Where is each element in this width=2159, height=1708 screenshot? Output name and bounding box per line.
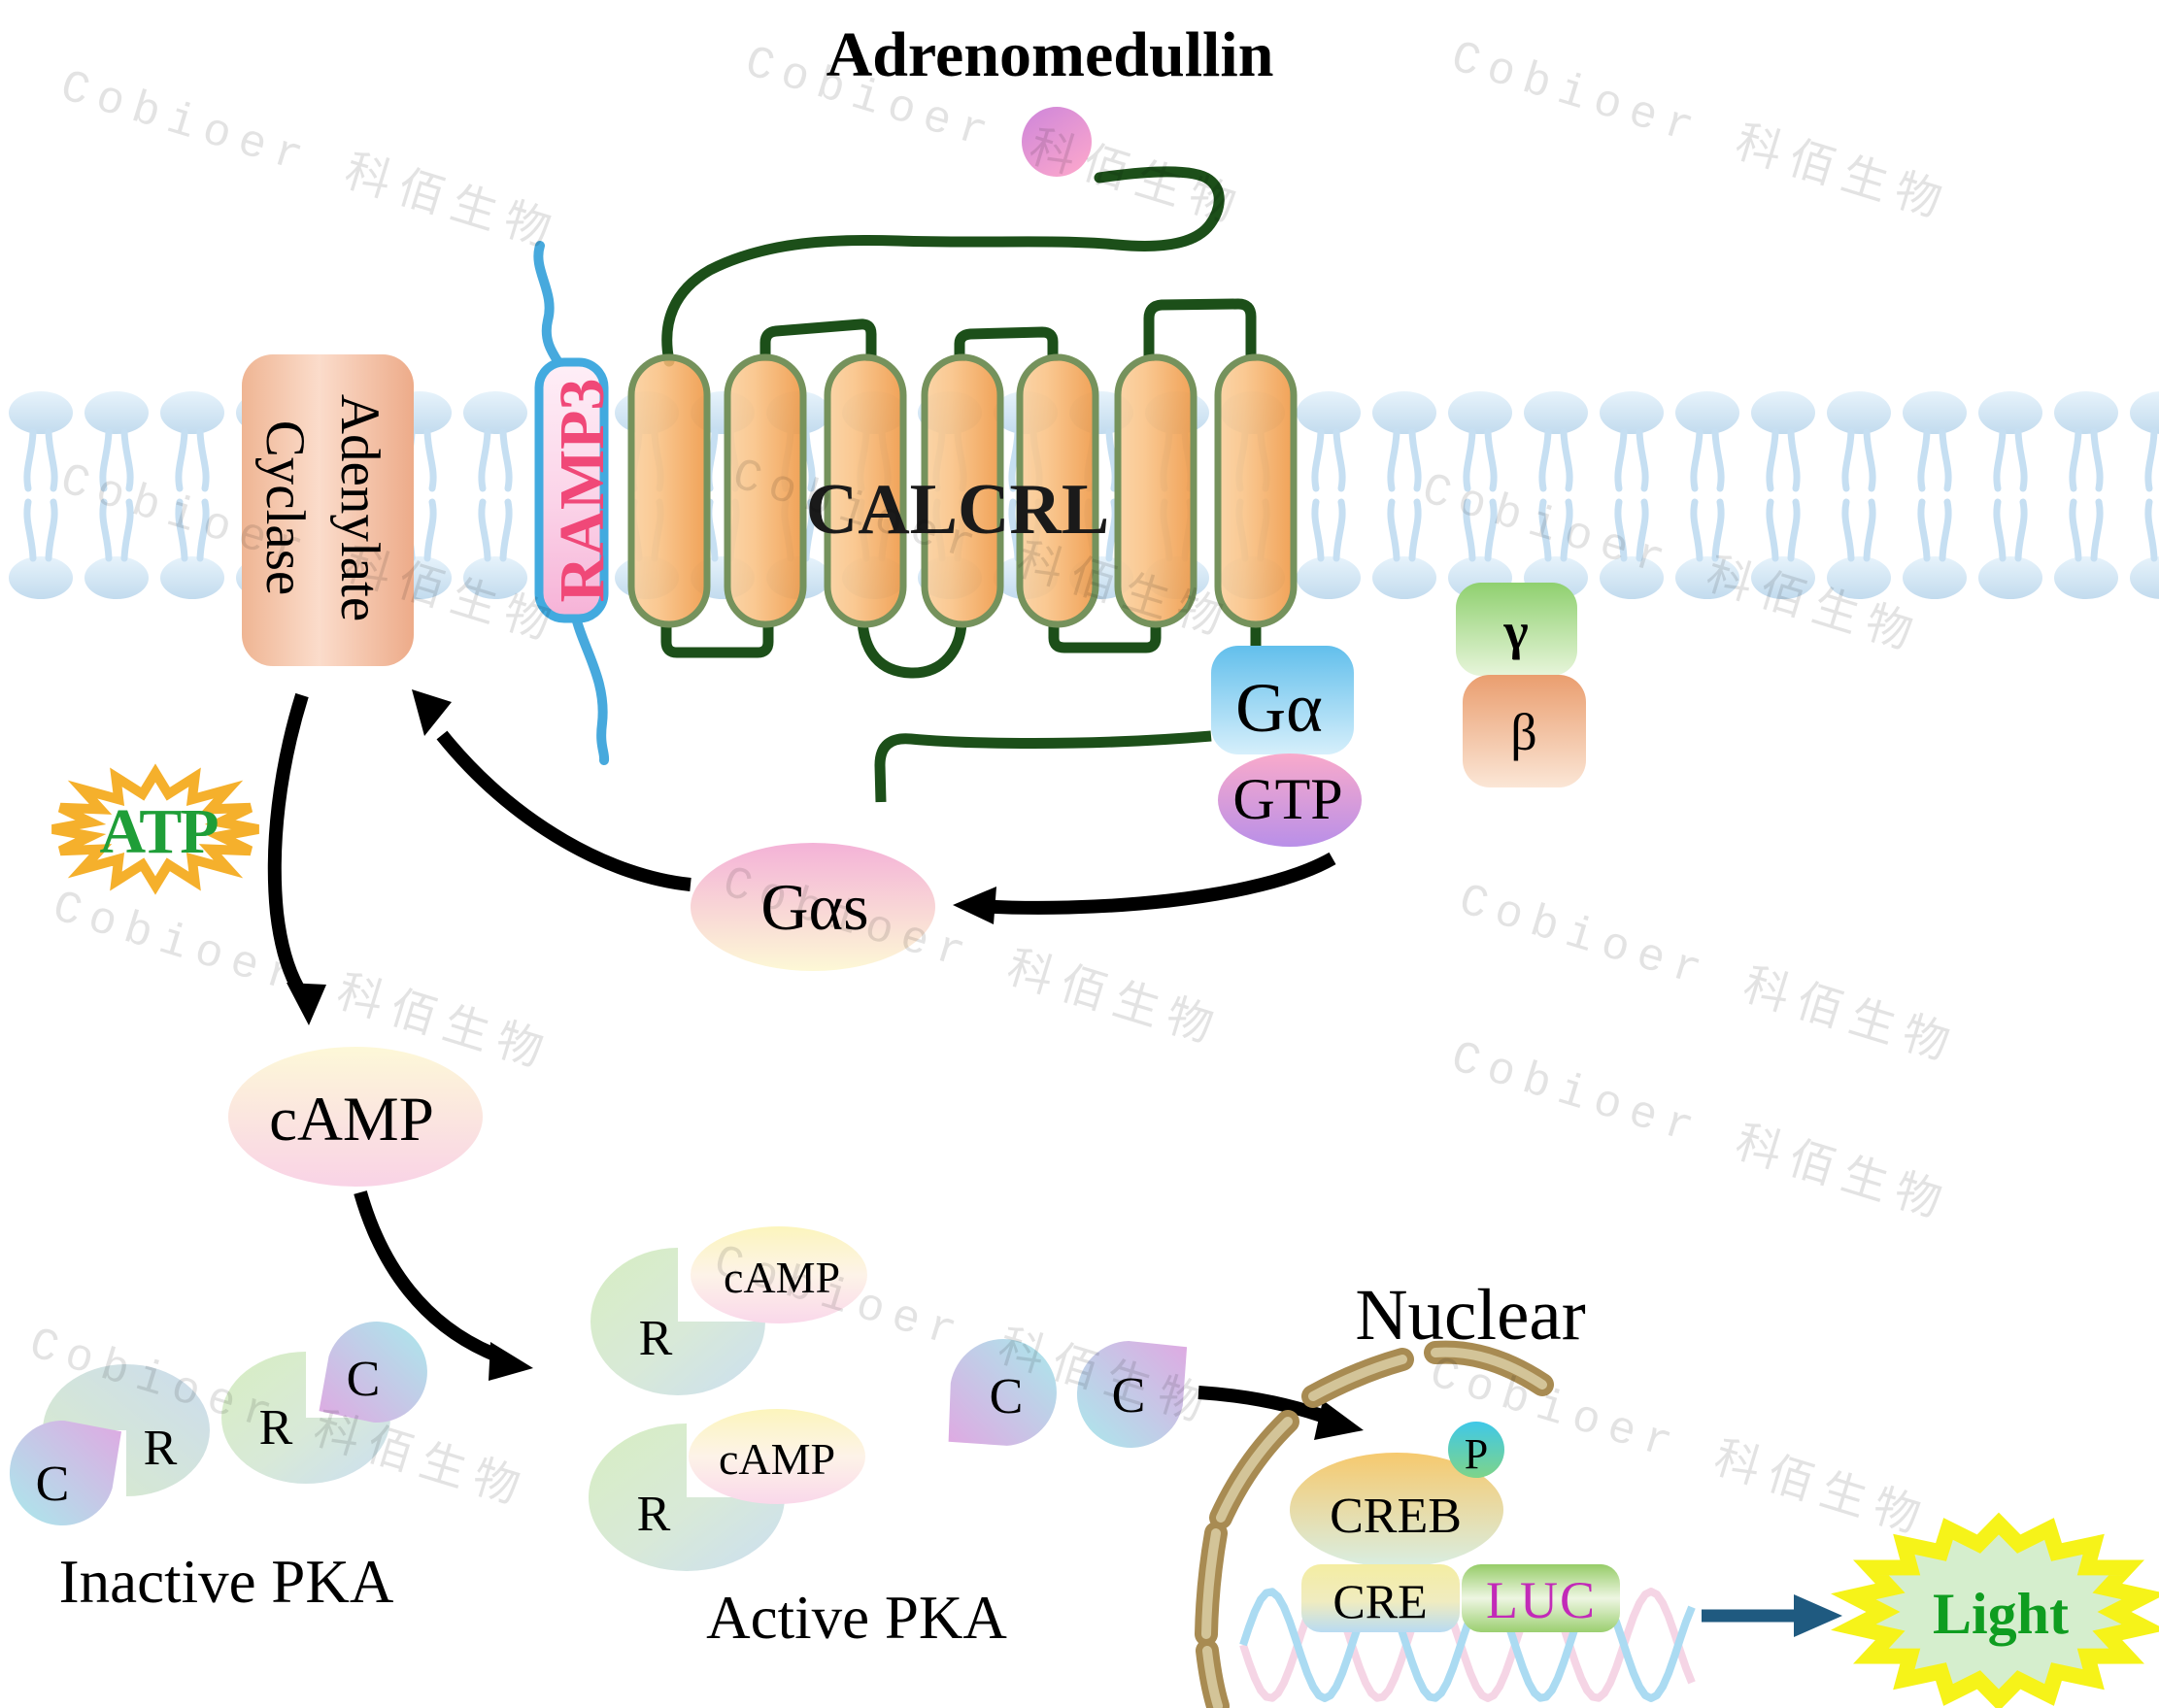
svg-text:CREB: CREB — [1330, 1489, 1462, 1544]
svg-text:C: C — [1112, 1368, 1146, 1423]
svg-text:cAMP: cAMP — [724, 1253, 840, 1302]
svg-text:R: R — [144, 1421, 178, 1476]
svg-text:Light: Light — [1933, 1582, 2069, 1646]
svg-text:Inactive PKA: Inactive PKA — [59, 1548, 394, 1616]
svg-text:R: R — [637, 1487, 671, 1542]
svg-text:γ: γ — [1502, 602, 1528, 660]
svg-text:Adrenomedullin: Adrenomedullin — [826, 19, 1274, 90]
svg-text:RAMP3: RAMP3 — [547, 379, 618, 603]
svg-text:Gαs: Gαs — [760, 870, 868, 944]
svg-text:Nuclear: Nuclear — [1355, 1275, 1585, 1356]
svg-text:Adenylate: Adenylate — [329, 394, 390, 621]
svg-text:Cobioer 科佰生物: Cobioer 科佰生物 — [54, 60, 565, 263]
svg-text:β: β — [1510, 703, 1536, 761]
svg-text:Cobioer 科佰生物: Cobioer 科佰生物 — [1453, 874, 1964, 1077]
svg-text:ATP: ATP — [99, 796, 218, 867]
svg-text:Active PKA: Active PKA — [706, 1584, 1007, 1652]
svg-text:CRE: CRE — [1333, 1574, 1427, 1628]
svg-text:C: C — [990, 1369, 1024, 1424]
svg-text:Cobioer 科佰生物: Cobioer 科佰生物 — [47, 881, 557, 1084]
svg-text:C: C — [36, 1457, 70, 1512]
svg-text:C: C — [347, 1352, 381, 1407]
svg-text:cAMP: cAMP — [719, 1434, 835, 1484]
svg-text:R: R — [259, 1400, 293, 1456]
svg-text:Cobioer 科佰生物: Cobioer 科佰生物 — [1445, 31, 1956, 234]
svg-text:Cobioer 科佰生物: Cobioer 科佰生物 — [1445, 1031, 1956, 1234]
svg-text:cAMP: cAMP — [269, 1085, 434, 1155]
svg-text:P: P — [1465, 1430, 1488, 1478]
svg-text:GTP: GTP — [1232, 767, 1342, 831]
svg-text:LUC: LUC — [1486, 1571, 1597, 1629]
svg-text:CALCRL: CALCRL — [806, 470, 1109, 550]
svg-text:R: R — [639, 1311, 673, 1366]
svg-text:Gα: Gα — [1235, 669, 1323, 747]
svg-text:Cyclase: Cyclase — [254, 420, 316, 595]
